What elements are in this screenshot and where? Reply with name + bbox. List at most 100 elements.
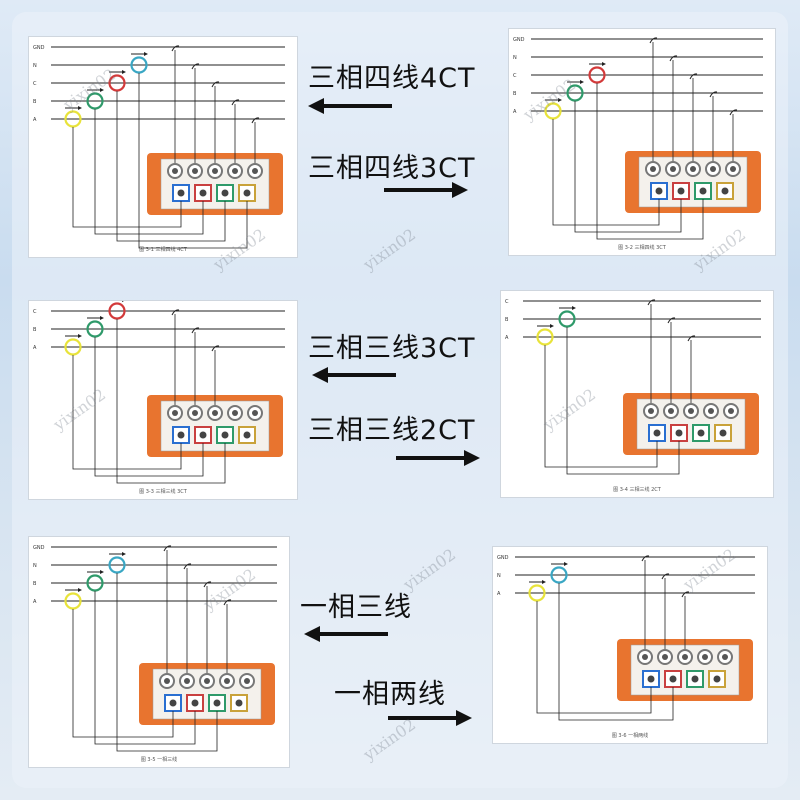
line-label: N [33, 563, 37, 569]
arrow-left-icon [312, 367, 396, 383]
terminal-core [172, 168, 178, 174]
probe-clip-icon [211, 345, 220, 352]
current-clamp-icon [86, 320, 104, 338]
terminal-core [191, 699, 199, 707]
line-label: N [513, 55, 517, 61]
terminal-core [675, 429, 683, 437]
direction-arrow-head [100, 316, 104, 320]
probe-clip-icon [661, 573, 670, 580]
probe-clip-icon [641, 555, 650, 562]
terminal-core [244, 678, 250, 684]
terminal-core [647, 675, 655, 683]
current-clamp-icon [536, 328, 554, 346]
direction-arrow-head [100, 570, 104, 574]
ct-lead [566, 327, 680, 475]
terminal-core [177, 189, 185, 197]
line-label: A [497, 591, 501, 597]
terminal-core [719, 429, 727, 437]
current-clamp-icon [558, 310, 576, 328]
current-clamp-icon [108, 556, 126, 574]
direction-arrow-head [550, 324, 554, 328]
terminal-core [213, 699, 221, 707]
terminal-core [221, 431, 229, 439]
label-1p3w: 一相三线 [300, 592, 412, 623]
wiring-diagram: CBA [33, 301, 285, 484]
terminal-core [192, 410, 198, 416]
line-label: C [505, 299, 509, 305]
ct-lead [544, 345, 658, 468]
terminal-core [252, 410, 258, 416]
direction-arrow-head [78, 588, 82, 592]
direction-arrow-head [122, 70, 126, 74]
terminal-core [172, 410, 178, 416]
terminal-core [648, 408, 654, 414]
probe-clip-icon [681, 591, 690, 598]
terminal-core [677, 187, 685, 195]
line-label: C [513, 73, 517, 79]
direction-arrow-head [602, 62, 606, 66]
label-1p2w: 一相两线 [334, 679, 446, 710]
terminal-core [668, 408, 674, 414]
line-label: GND [513, 37, 525, 43]
line-label: B [505, 317, 509, 323]
terminal-core [184, 678, 190, 684]
probe-clip-icon [203, 581, 212, 588]
terminal-core [699, 187, 707, 195]
ct-lead [94, 591, 196, 745]
current-clamp-icon [86, 574, 104, 592]
terminal-core [642, 654, 648, 660]
probe-clip-icon [191, 327, 200, 334]
line-label: B [33, 581, 37, 587]
terminal-core [655, 187, 663, 195]
arrow-left-icon [304, 626, 388, 642]
ct-lead [116, 319, 226, 484]
ct-lead [72, 609, 174, 738]
probe-clip-icon [667, 317, 676, 324]
direction-arrow-head [100, 88, 104, 92]
terminal-core [164, 678, 170, 684]
terminal-core [669, 675, 677, 683]
current-clamp-icon [64, 592, 82, 610]
panel-caption: 图 3-3 三相三线 3CT [139, 489, 187, 495]
probe-clip-icon [231, 99, 240, 106]
line-label: N [33, 63, 37, 69]
panel-caption: 图 3-2 三相四线 3CT [618, 245, 666, 251]
terminal-core [252, 168, 258, 174]
terminal-core [232, 410, 238, 416]
ct-lead [72, 127, 182, 228]
terminal-core [682, 654, 688, 660]
direction-arrow-head [122, 552, 126, 556]
current-clamp-icon [64, 338, 82, 356]
terminal-core [169, 699, 177, 707]
terminal-core [204, 678, 210, 684]
line-label: C [33, 309, 37, 315]
terminal-core [688, 408, 694, 414]
label-3p4w-4ct: 三相四线4CT [308, 63, 476, 94]
probe-clip-icon [251, 117, 260, 124]
probe-clip-icon [709, 91, 718, 98]
terminal-core [243, 189, 251, 197]
direction-arrow-head [580, 80, 584, 84]
line-label: N [497, 573, 501, 579]
panel-caption: 图 3-4 三相三线 2CT [613, 487, 661, 493]
current-clamp-icon [528, 584, 546, 602]
terminal-core [243, 431, 251, 439]
label-3p3w-2ct: 三相三线2CT [308, 415, 476, 446]
label-3p3w-3ct: 三相三线3CT [308, 333, 476, 364]
line-label: B [33, 327, 37, 333]
terminal-core [199, 431, 207, 439]
panel-caption: 图 3-6 一相两线 [611, 733, 649, 739]
label-3p4w-3ct: 三相四线3CT [308, 153, 476, 184]
terminal-core [702, 654, 708, 660]
terminal-core [199, 189, 207, 197]
line-label: GND [33, 545, 45, 551]
probe-clip-icon [171, 309, 180, 316]
ct-lead [94, 109, 204, 235]
line-label: A [513, 109, 517, 115]
